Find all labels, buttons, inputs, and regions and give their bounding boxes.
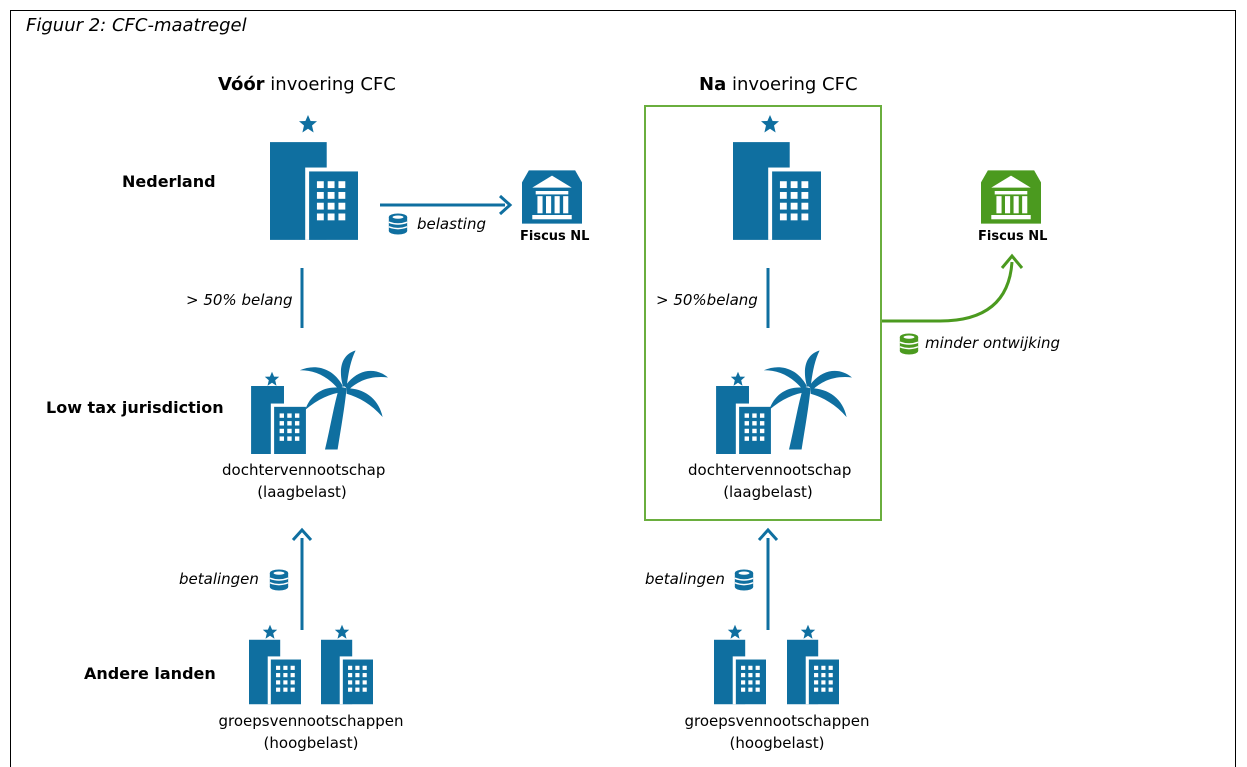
row-label-other-countries: Andere landen xyxy=(84,664,216,683)
subsidiary-label: dochtervennootschap (laagbelast) xyxy=(222,459,386,503)
star-icon xyxy=(800,624,816,639)
subsidiary-tax-status: (laagbelast) xyxy=(723,483,813,501)
right-panel-green-icons xyxy=(899,170,1041,356)
arrowhead xyxy=(757,527,779,542)
star-icon xyxy=(299,115,317,133)
star-icon xyxy=(730,371,746,386)
building-icon xyxy=(714,639,766,705)
subsidiary-name: dochtervennootschap xyxy=(222,461,386,479)
right-panel-icons xyxy=(714,115,852,705)
left-panel-heading: Vóór invoering CFC xyxy=(218,74,396,95)
group-companies-label: groepsvennootschappen (hoogbelast) xyxy=(672,710,882,754)
coin-stack-icon xyxy=(269,568,289,592)
ownership-label: > 50%belang xyxy=(656,291,758,309)
arrowhead xyxy=(1000,253,1024,269)
building-icon xyxy=(733,142,821,240)
coin-stack-icon xyxy=(734,568,754,592)
coin-stack-icon xyxy=(899,332,919,356)
left-panel-connectors xyxy=(291,194,513,630)
figure-frame xyxy=(10,10,1236,767)
government-building-icon xyxy=(981,170,1041,224)
coin-stack-icon xyxy=(388,212,408,236)
fiscus-label: Fiscus NL xyxy=(520,229,590,244)
reduced-avoidance-arrow xyxy=(882,261,1014,323)
star-icon xyxy=(761,115,779,133)
tax-flow-label: belasting xyxy=(417,215,487,233)
subsidiary-tax-status: (laagbelast) xyxy=(257,483,347,501)
building-icon xyxy=(321,639,373,705)
right-panel-heading: Na invoering CFC xyxy=(699,74,858,95)
reduced-avoidance-label: minder ontwijking xyxy=(925,334,1061,352)
group-companies-tax-status: (hoogbelast) xyxy=(729,734,825,752)
palm-tree-icon xyxy=(299,350,388,450)
group-companies-label: groepsvennootschappen (hoogbelast) xyxy=(206,710,416,754)
star-icon xyxy=(727,624,743,639)
star-icon xyxy=(264,371,280,386)
subsidiary-label: dochtervennootschap (laagbelast) xyxy=(688,459,852,503)
building-icon xyxy=(716,386,771,454)
figure-caption: Figuur 2: CFC-maatregel xyxy=(26,15,247,36)
arrowhead xyxy=(291,527,313,542)
fiscus-label: Fiscus NL xyxy=(978,229,1048,244)
row-label-low-tax: Low tax jurisdiction xyxy=(46,398,224,417)
government-building-icon xyxy=(522,170,582,224)
ownership-label: > 50% belang xyxy=(186,291,293,309)
left-panel-icons xyxy=(249,115,582,705)
green-connector xyxy=(882,253,1024,323)
building-icon xyxy=(249,639,301,705)
payments-label: betalingen xyxy=(179,570,259,588)
group-companies-name: groepsvennootschappen xyxy=(684,712,870,730)
arrowhead xyxy=(498,194,513,216)
palm-tree-icon xyxy=(763,350,852,450)
row-label-nederland: Nederland xyxy=(122,172,216,191)
building-icon xyxy=(270,142,358,240)
building-icon xyxy=(787,639,839,705)
star-icon xyxy=(262,624,278,639)
right-panel-connectors xyxy=(757,268,779,630)
cfc-scope-box xyxy=(644,105,882,521)
payments-label: betalingen xyxy=(645,570,725,588)
group-companies-name: groepsvennootschappen xyxy=(218,712,404,730)
subsidiary-name: dochtervennootschap xyxy=(688,461,852,479)
building-icon xyxy=(251,386,306,454)
group-companies-tax-status: (hoogbelast) xyxy=(263,734,359,752)
star-icon xyxy=(334,624,350,639)
